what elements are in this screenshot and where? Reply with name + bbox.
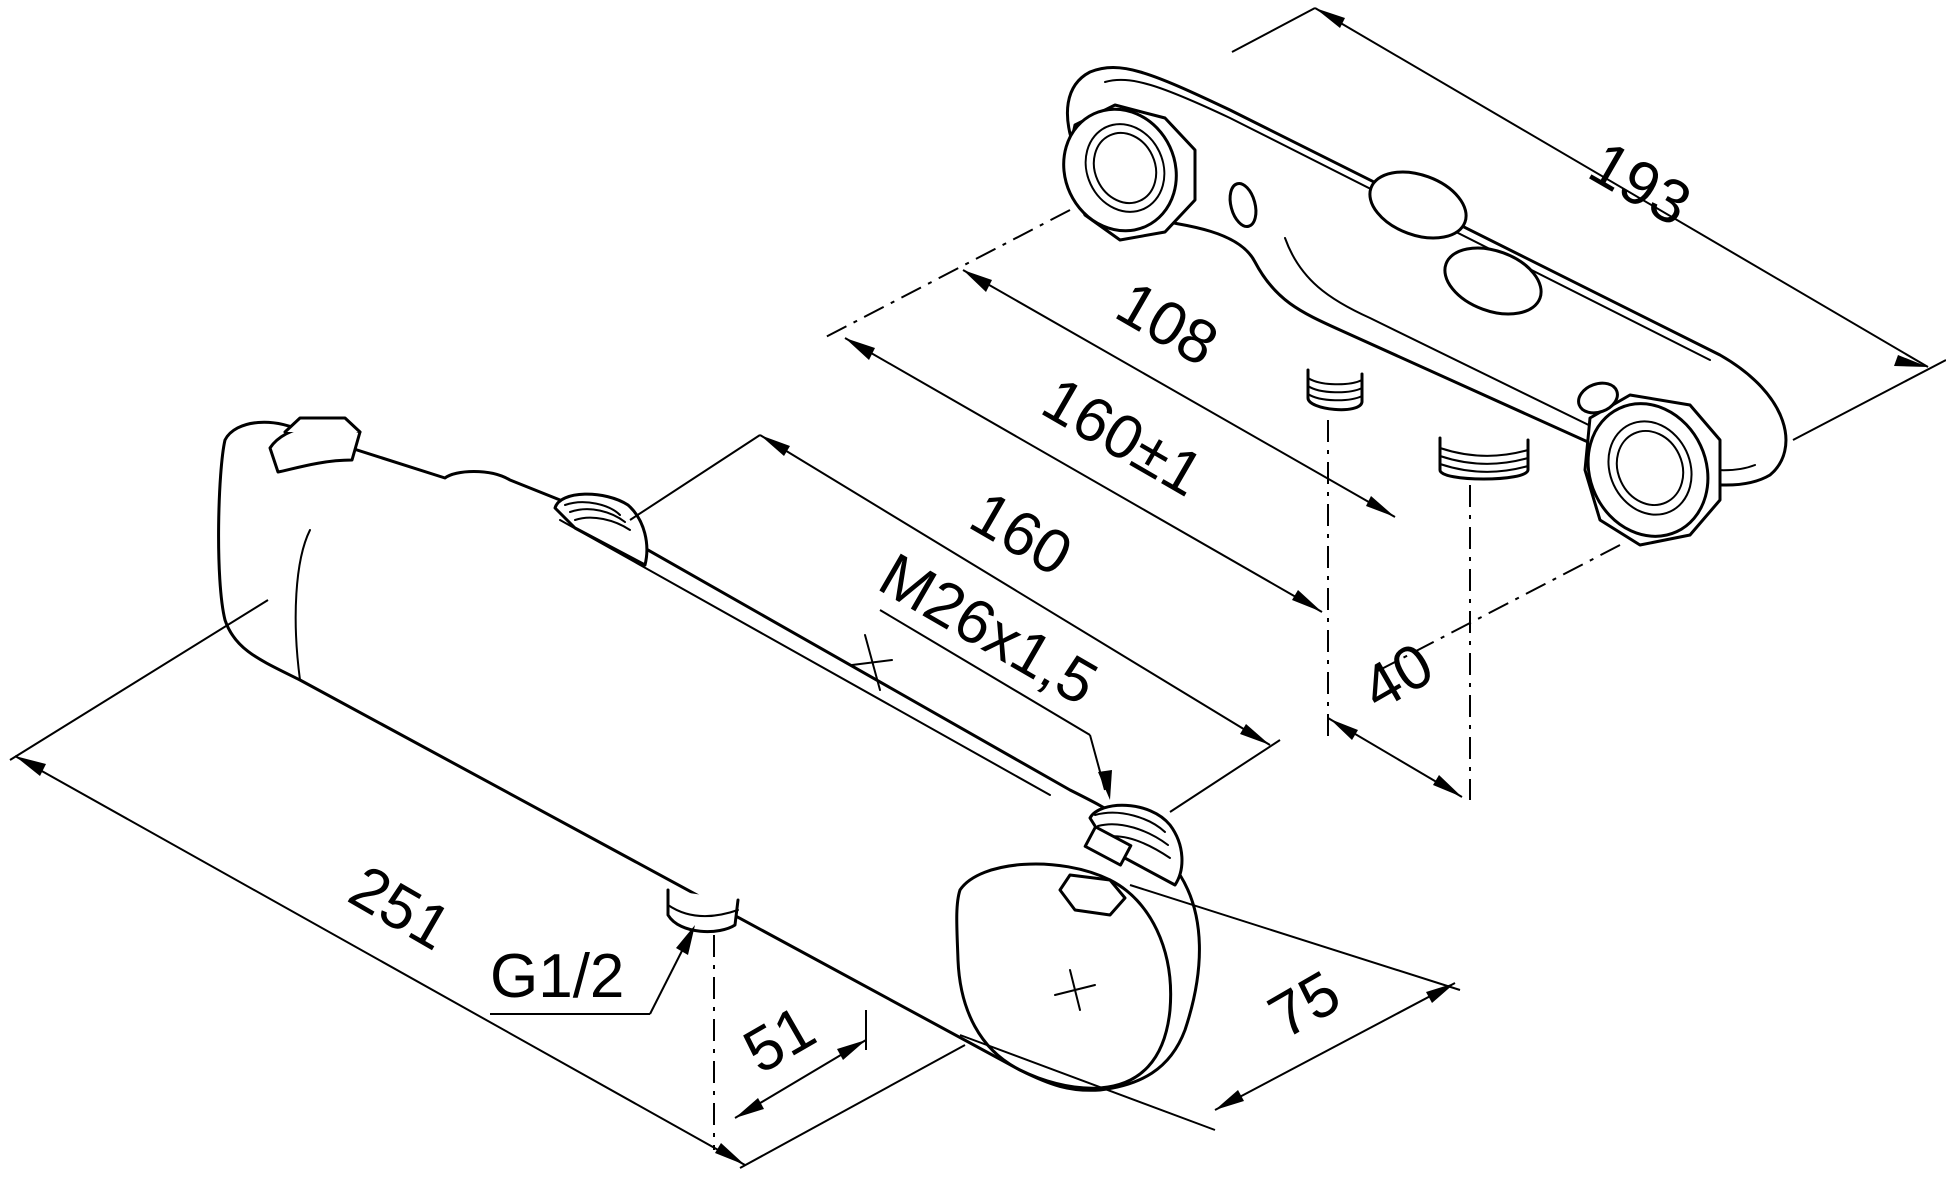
union-nut-right [1583,393,1722,547]
dim-75-label: 75 [1258,958,1352,1052]
bottom-outlet [666,888,740,934]
bracket-hole-right [1443,246,1543,316]
dim-108-label: 108 [1105,268,1229,379]
dim-51-label: 51 [733,993,827,1087]
left-handle [268,416,362,474]
body-dimensions [9,434,1461,1169]
dim-160-label: 160 [959,478,1083,589]
right-inlet-thread [1083,803,1184,887]
union-nut-left [1062,103,1197,242]
dim-160-tolerance-label: 160±1 [1031,364,1214,510]
bracket-nipple-left [1306,368,1364,412]
bracket-dimensions [819,7,1946,800]
bracket-screw-slot [1228,182,1258,228]
wall-bracket [1062,66,1788,547]
bracket-nipple-right [1438,436,1530,481]
thermostat-body [217,416,1201,1092]
thread-m26-label: M26x1,5 [868,540,1108,719]
right-end-cap [955,862,1173,1090]
thread-g12-label: G1/2 [490,942,624,1011]
bracket-hole-left [1368,170,1468,240]
top-inlet-thread [553,492,649,567]
